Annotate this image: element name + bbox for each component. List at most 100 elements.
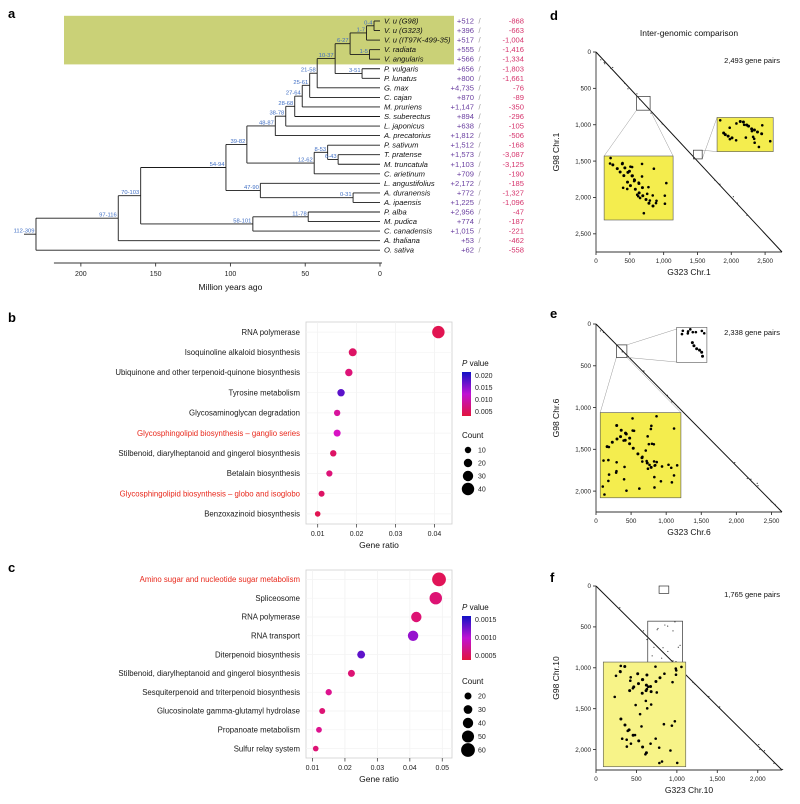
zoom-inset (599, 412, 682, 499)
inset-dot (649, 690, 653, 694)
x-tick-label: 1,000 (658, 518, 674, 525)
pvalue-legend-label: 0.005 (475, 409, 493, 416)
gene-gain-count: +1,225 (451, 198, 474, 207)
inset-dot (641, 455, 644, 459)
inset-dot (689, 328, 692, 331)
inset-dot (613, 695, 617, 699)
inset-dot (649, 427, 653, 431)
inset-dot (608, 162, 612, 165)
inset-dot (629, 165, 632, 168)
inset-dot (646, 435, 649, 438)
count-legend-circle (461, 482, 475, 496)
inset-dot (631, 733, 635, 737)
inset-dot (686, 330, 690, 333)
pathway-term-label: Sesquiterpenoid and triterpenoid biosynt… (142, 688, 300, 697)
inset-dot (622, 174, 626, 178)
pathway-term-label: Glycosaminoglycan degradation (189, 409, 300, 418)
gene-loss-count: -1,004 (502, 36, 524, 45)
gene-loss-count: -1,661 (502, 74, 524, 83)
divergence-ci-label: 6-27 (337, 38, 349, 44)
zoom-region-box (616, 344, 628, 358)
gene-loss-count: -350 (509, 102, 524, 111)
gain-loss-separator: / (478, 122, 481, 131)
inset-dot (644, 683, 648, 687)
gene-ratio-axis-title: Gene ratio (359, 774, 399, 784)
inset-dot (694, 330, 698, 334)
count-legend-label: 20 (478, 694, 486, 701)
gain-loss-separator: / (478, 246, 481, 255)
y-tick-label: 1,000 (575, 122, 591, 129)
divergence-ci-label: 11-78 (292, 211, 306, 217)
inset-dot (674, 669, 678, 672)
gain-loss-separator: / (478, 74, 481, 83)
gain-loss-separator: / (478, 169, 481, 178)
gene-gain-count: +638 (457, 122, 474, 131)
inset-dot (619, 717, 623, 721)
inset-dot (649, 465, 653, 469)
inset-dot (644, 699, 648, 703)
pvalue-legend-label: 0.020 (475, 373, 493, 380)
gene-gain-count: +53 (461, 236, 474, 245)
inset-dot (681, 329, 685, 333)
divergence-ci-label: 6-43 (325, 154, 337, 160)
inset-dot (768, 139, 772, 143)
gene-pairs-count: 1,765 gene pairs (724, 590, 780, 599)
gain-loss-separator: / (478, 208, 481, 217)
inset-dot (619, 670, 622, 674)
inset-dot (622, 477, 626, 481)
gene-gain-count: +512 (457, 17, 474, 26)
inset-dot (623, 166, 627, 170)
gene-loss-count: -296 (509, 112, 524, 121)
gene-loss-count: -1,334 (502, 55, 524, 64)
species-name: V. u (IT97K-499-35) (384, 36, 451, 45)
inset-dot (622, 439, 625, 442)
inset-dot (607, 458, 610, 462)
y-tick-label: 2,000 (575, 747, 591, 754)
gain-loss-separator: / (478, 227, 481, 236)
zoom-region-box (693, 149, 703, 160)
divergence-ci-label: 0-4 (364, 20, 373, 26)
inset-dot (619, 435, 623, 439)
inset-dot (647, 442, 651, 446)
gain-loss-separator: / (478, 112, 481, 121)
enrichment-dot (432, 572, 446, 587)
gene-gain-count: +1,512 (451, 141, 474, 150)
pvalue-colorbar (462, 372, 471, 416)
gene-gain-count: +709 (457, 169, 474, 178)
inset-dot (752, 128, 756, 132)
enrichment-dot (318, 490, 325, 497)
inset-dot (650, 442, 654, 446)
inset-dot (702, 331, 706, 335)
divergence-ci-label: 70-103 (121, 190, 139, 196)
pathway-term-label: Ubiquinone and other terpenoid-quinone b… (115, 368, 300, 377)
inset-dot (640, 186, 644, 190)
inset-dot (615, 167, 619, 171)
inset-dot (632, 429, 636, 433)
species-name: V. u (G98) (384, 17, 419, 26)
enrichment-dot (312, 745, 319, 752)
divergence-ci-label: 0-31 (340, 192, 352, 198)
plot-area (305, 321, 453, 525)
inset-dot (626, 180, 630, 184)
pvalue-legend-label: 0.0010 (475, 635, 497, 642)
synteny-diagonal (595, 51, 783, 253)
inset-dot (655, 691, 659, 694)
divergence-ci-label: 3-51 (349, 68, 361, 74)
count-legend-label: 20 (478, 461, 486, 468)
y-tick-label: 2,000 (575, 195, 591, 202)
divergence-ci-label: 48-87 (259, 120, 274, 126)
inset-dot (628, 442, 632, 446)
inset-dot (675, 464, 679, 467)
inset-dot (650, 424, 653, 428)
inset-dot (651, 194, 655, 197)
gene-ratio-tick: 0.03 (389, 531, 403, 538)
inset-dot (675, 761, 679, 765)
inset-dot (662, 722, 666, 726)
inset-dot (654, 665, 657, 668)
enrichment-dot (316, 726, 322, 733)
inset-dot (648, 463, 651, 467)
inset-dot (741, 120, 745, 124)
